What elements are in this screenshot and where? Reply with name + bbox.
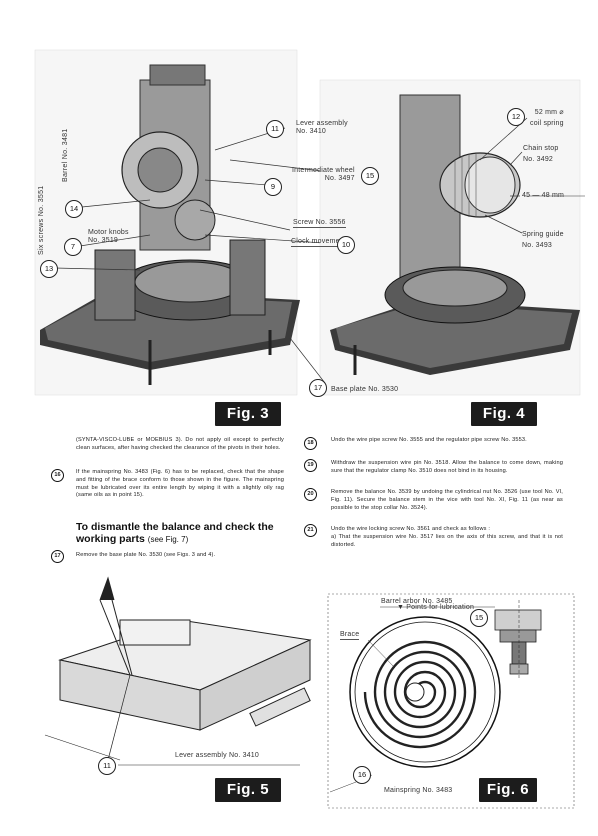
fig6-frame — [327, 593, 575, 809]
callout-17: 17 — [309, 379, 327, 397]
callout-15: 15 — [361, 167, 379, 185]
fig6-title: Fig. 6 — [479, 778, 537, 802]
lubrication-points-label: ▼ Points for lubrication — [397, 604, 475, 611]
fig3-title: Fig. 3 — [215, 402, 281, 426]
barrel-label: Barrel No. 3481 — [62, 128, 69, 182]
fig5-callout-11: 11 — [98, 757, 116, 775]
fig6-barrel-arbor — [494, 600, 542, 680]
step-18-text: Undo the wire pipe screw No. 3555 and th… — [331, 437, 527, 443]
intermediate-wheel-label: Intermediate wheel No. 3497 — [292, 167, 355, 182]
step-16-text: If the mainspring No. 3483 (Fig. 6) has … — [76, 469, 284, 499]
fig6-callout-15: 15 — [470, 609, 488, 627]
step-16-number: 16 — [51, 469, 64, 482]
fig6-callout-16: 16 — [353, 766, 371, 784]
brace-label: Brace — [340, 631, 360, 640]
intro-paragraph: (SYNTA-VISCO-LUBE or MOEBIUS 3). Do not … — [76, 437, 284, 451]
step-19-text: Withdraw the suspension wire pin No. 351… — [331, 460, 563, 474]
base-plate-label: Base plate No. 3530 — [331, 386, 399, 393]
step-17-text: Remove the base plate No. 3530 (see Figs… — [76, 552, 216, 558]
callout-14: 14 — [65, 200, 83, 218]
step-19-number: 19 — [304, 459, 317, 472]
mainspring-label: Mainspring No. 3483 — [384, 787, 453, 794]
step-18-number: 18 — [304, 437, 317, 450]
fig6-barrel-ring — [349, 616, 501, 768]
spring-guide-label: Spring guide No. 3493 — [522, 231, 564, 249]
fig6-mainspring — [363, 640, 477, 749]
callout-11: 11 — [266, 120, 284, 138]
callout-10: 10 — [337, 236, 355, 254]
barrel-arbor-label: Barrel arbor No. 3485 — [381, 598, 453, 605]
fig4-title: Fig. 4 — [471, 402, 537, 426]
chain-stop-label: Chain stop No. 3492 — [523, 145, 559, 163]
step-21-number: 21 — [304, 524, 317, 537]
callout-7: 7 — [64, 238, 82, 256]
six-screws-label: Six screws No. 3551 — [38, 185, 45, 255]
length-dimension-label: 45 — 48 mm — [522, 192, 565, 199]
step-21-text: Undo the wire locking screw No. 3561 and… — [331, 526, 563, 548]
callout-12: 12 — [507, 108, 525, 126]
fig5-lever-label: Lever assembly No. 3410 — [175, 752, 259, 759]
callout-13: 13 — [40, 260, 58, 278]
step-17-number: 17 — [51, 550, 64, 563]
step-20-text: Remove the balance No. 3539 by undoing t… — [331, 489, 563, 511]
callout-9: 9 — [264, 178, 282, 196]
lever-assembly-label: Lever assembly No. 3410 — [296, 120, 348, 135]
clock-movement-label: Clock movement — [291, 238, 346, 247]
motor-knobs-label: Motor knobs No. 3519 — [88, 229, 129, 244]
step-20-number: 20 — [304, 488, 317, 501]
fig5-title: Fig. 5 — [215, 778, 281, 802]
section-heading: To dismantle the balance and check the w… — [76, 521, 274, 545]
fig5-drawing — [44, 576, 312, 766]
screw-label: Screw No. 3556 — [293, 219, 346, 228]
coil-spring-label: 52 mm ⌀ coil spring — [530, 109, 564, 127]
